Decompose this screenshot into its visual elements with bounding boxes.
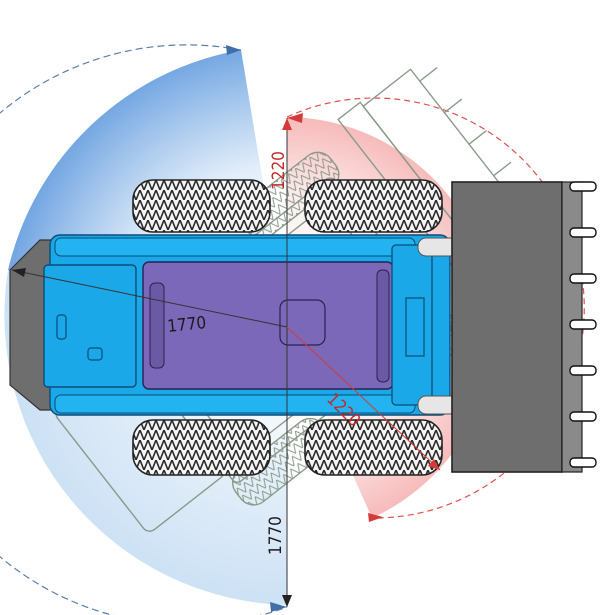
red-arrow-top [287, 113, 303, 123]
radius-arrow-bottom [282, 595, 292, 607]
red-arrow-bottom [368, 513, 383, 522]
engine-latch [87, 347, 103, 361]
tower-panel [405, 297, 425, 357]
label-turn-radius-vertical: 1770 [266, 516, 286, 555]
front-tower [391, 244, 433, 406]
chassis-rail-bottom [54, 394, 416, 414]
blue-arrow-bottom [270, 602, 287, 612]
blue-turn-arc [0, 44, 288, 615]
tire-rear-right [304, 419, 443, 476]
bucket-teeth [569, 181, 597, 468]
radius-arrow-diag [428, 459, 440, 470]
radius-line-diag [286, 326, 441, 471]
radius-arrow-left [12, 268, 26, 277]
bucket [451, 181, 563, 473]
label-turn-radius-body: 1770 [166, 313, 207, 337]
blue-arrow-top [226, 45, 241, 55]
tire-front-right [304, 179, 443, 233]
engine-cover [43, 264, 137, 388]
platform-rail-right [376, 269, 390, 383]
control-box [279, 299, 326, 346]
radius-line-body [11, 269, 288, 328]
engine-handle [56, 314, 67, 340]
tire-front-left [132, 179, 271, 233]
tire-rear-left [132, 419, 271, 476]
chassis-rail-top [54, 237, 416, 257]
radius-arrow-red-top [282, 118, 292, 130]
label-turn-radius-front: 1220 [269, 151, 289, 190]
platform-rail-left [149, 282, 165, 369]
